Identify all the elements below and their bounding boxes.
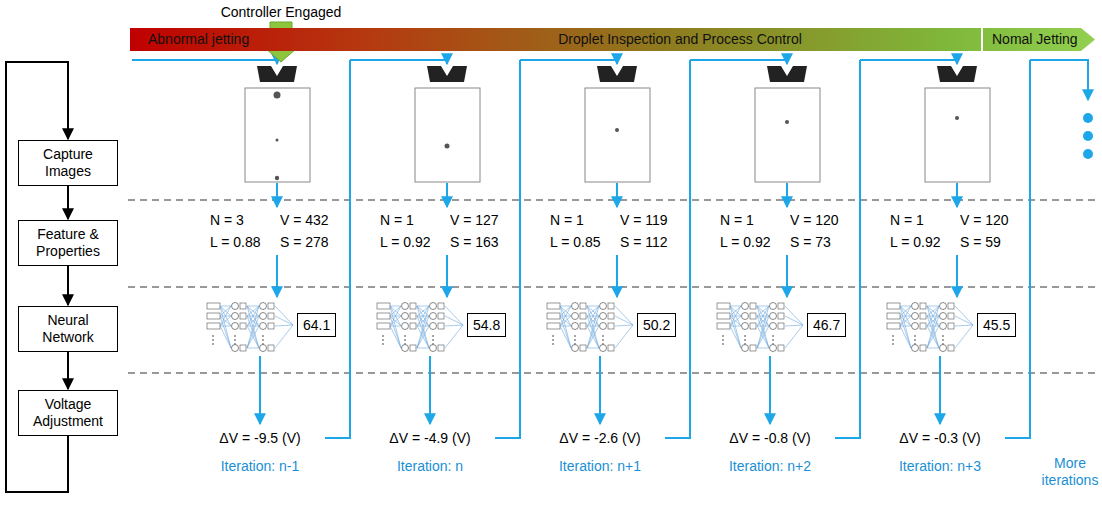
voltage-change: ΔV = -0.3 (V) [877, 430, 1003, 447]
node-text: Neural Network [25, 312, 111, 346]
process-box: Neural Network [18, 306, 118, 352]
nozzle-symbol [937, 66, 977, 82]
feature-value: S = 112 [620, 234, 668, 251]
camera-frame [585, 88, 650, 182]
feature-value: N = 3 [210, 212, 244, 229]
voltage-change: ΔV = -9.5 (V) [197, 430, 323, 447]
node-text: 46.7 [813, 317, 840, 334]
band-label: Droplet Inspection and Process Control [470, 31, 890, 47]
feature-value: L = 0.92 [720, 234, 770, 251]
row-dividers [128, 200, 1100, 373]
iteration-label: Iteration: n+1 [537, 458, 663, 475]
droplet [615, 128, 619, 132]
droplet [445, 144, 450, 149]
feature-value: L = 0.92 [890, 234, 940, 251]
output-value-box: 54.8 [467, 313, 506, 338]
iteration-flow-line [860, 60, 1088, 438]
feature-value: L = 0.85 [550, 234, 600, 251]
neural-network-icon [377, 303, 463, 352]
progress-band: Abnormal jetting Droplet Inspection and P… [130, 28, 1095, 51]
annotation-label: Controller Engaged [215, 4, 347, 21]
feature-value: L = 0.92 [380, 234, 430, 251]
feature-value: S = 73 [790, 234, 831, 251]
iteration-label: Iteration: n+3 [877, 458, 1003, 475]
output-value-box: 50.2 [637, 313, 676, 338]
feature-value: N = 1 [720, 212, 754, 229]
voltage-change: ΔV = -2.6 (V) [537, 430, 663, 447]
process-box: Feature & Properties [18, 220, 118, 266]
nozzle-symbol [767, 66, 807, 82]
feature-value: L = 0.88 [210, 234, 260, 251]
iteration-label: Iteration: n [367, 458, 493, 475]
droplet [955, 116, 959, 120]
feature-value: V = 119 [620, 212, 668, 229]
output-value-box: 45.5 [977, 313, 1016, 338]
droplet [274, 92, 281, 99]
feature-value: V = 120 [960, 212, 1009, 229]
feature-value: N = 1 [550, 212, 584, 229]
node-text: 50.2 [643, 317, 670, 334]
band-label: Nomal Jetting [992, 31, 1078, 47]
droplet [275, 176, 279, 180]
node-text: 64.1 [303, 317, 330, 334]
iteration-label: More iterations [1040, 455, 1100, 489]
continuation-dot [1083, 113, 1093, 123]
node-text: Voltage Adjustment [25, 396, 111, 430]
dashed-divider [128, 200, 1100, 201]
continuation-dot [1083, 149, 1093, 159]
voltage-change: ΔV = -0.8 (V) [707, 430, 833, 447]
feature-value: S = 163 [450, 234, 499, 251]
continuation-dot [1083, 131, 1093, 141]
process-box: Capture Images [18, 140, 118, 186]
nozzle-symbol [427, 66, 467, 82]
neural-network-icon [887, 303, 973, 352]
feature-value: S = 59 [960, 234, 1001, 251]
camera-frame [925, 88, 990, 182]
droplet [785, 120, 789, 124]
flow-arrow [67, 266, 69, 305]
neural-network-icon [207, 303, 293, 352]
band-label: Abnormal jetting [148, 31, 249, 47]
camera-frame [755, 88, 820, 182]
camera-frame [415, 88, 480, 182]
neural-network-icon [717, 303, 803, 352]
feature-value: V = 127 [450, 212, 499, 229]
voltage-change: ΔV = -4.9 (V) [367, 430, 493, 447]
node-text: Feature & Properties [25, 226, 111, 260]
feature-value: S = 278 [280, 234, 329, 251]
dashed-divider [128, 373, 1100, 374]
nozzle-symbol [597, 66, 637, 82]
iteration-label: Iteration: n+2 [707, 458, 833, 475]
iteration-flow-line [132, 60, 350, 438]
node-text: Capture Images [25, 146, 111, 180]
neural-network-icon [547, 303, 633, 352]
dashed-divider [128, 287, 1100, 288]
nozzle-symbol [257, 66, 297, 82]
feature-value: V = 432 [280, 212, 329, 229]
iteration-flow-line [690, 60, 860, 438]
flow-arrow [67, 352, 69, 389]
flow-arrow [67, 186, 69, 219]
camera-frame [245, 88, 310, 182]
iteration-label: Iteration: n-1 [197, 458, 323, 475]
output-value-box: 46.7 [807, 313, 846, 338]
feature-value: N = 1 [890, 212, 924, 229]
node-text: 54.8 [473, 317, 500, 334]
process-box: Voltage Adjustment [18, 390, 118, 436]
column-illustrations [132, 60, 1093, 438]
feature-value: N = 1 [380, 212, 414, 229]
iteration-flow-line [350, 60, 520, 438]
feature-value: V = 120 [790, 212, 839, 229]
droplet [276, 139, 279, 142]
node-text: 45.5 [983, 317, 1010, 334]
output-value-box: 64.1 [297, 313, 336, 338]
iteration-flow-line [520, 60, 690, 438]
